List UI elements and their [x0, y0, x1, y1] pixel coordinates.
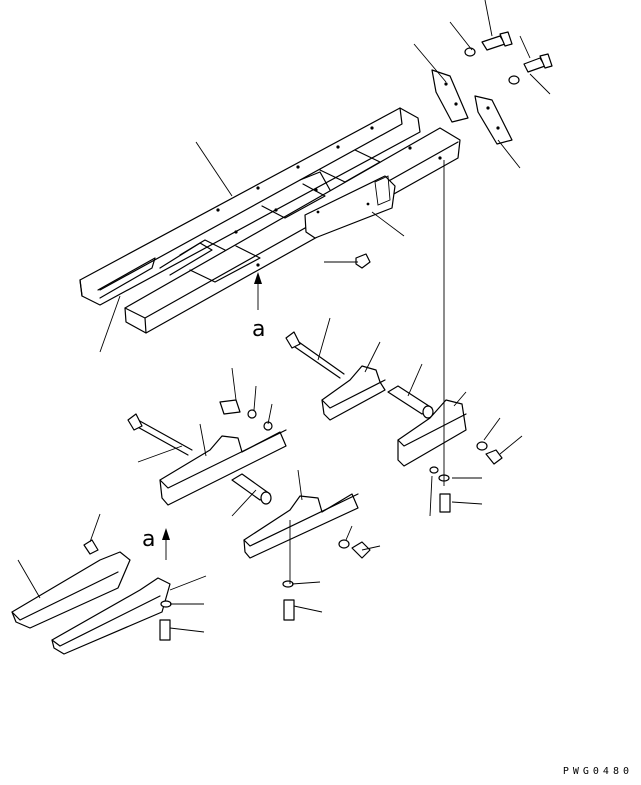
- view-arrow-upper: a: [252, 272, 265, 342]
- guard-assembly-bottom: [12, 540, 171, 654]
- drawing-code: PWG0480: [562, 766, 633, 777]
- view-arrow-lower: a: [142, 527, 170, 560]
- view-label-lower: a: [142, 527, 155, 552]
- guard-assembly-lower: [128, 400, 370, 620]
- top-brackets: [432, 32, 552, 144]
- leader-lines: [18, 0, 550, 632]
- view-label-upper: a: [252, 317, 265, 342]
- main-frame: [80, 108, 460, 333]
- guard-assembly-upper: [286, 332, 502, 512]
